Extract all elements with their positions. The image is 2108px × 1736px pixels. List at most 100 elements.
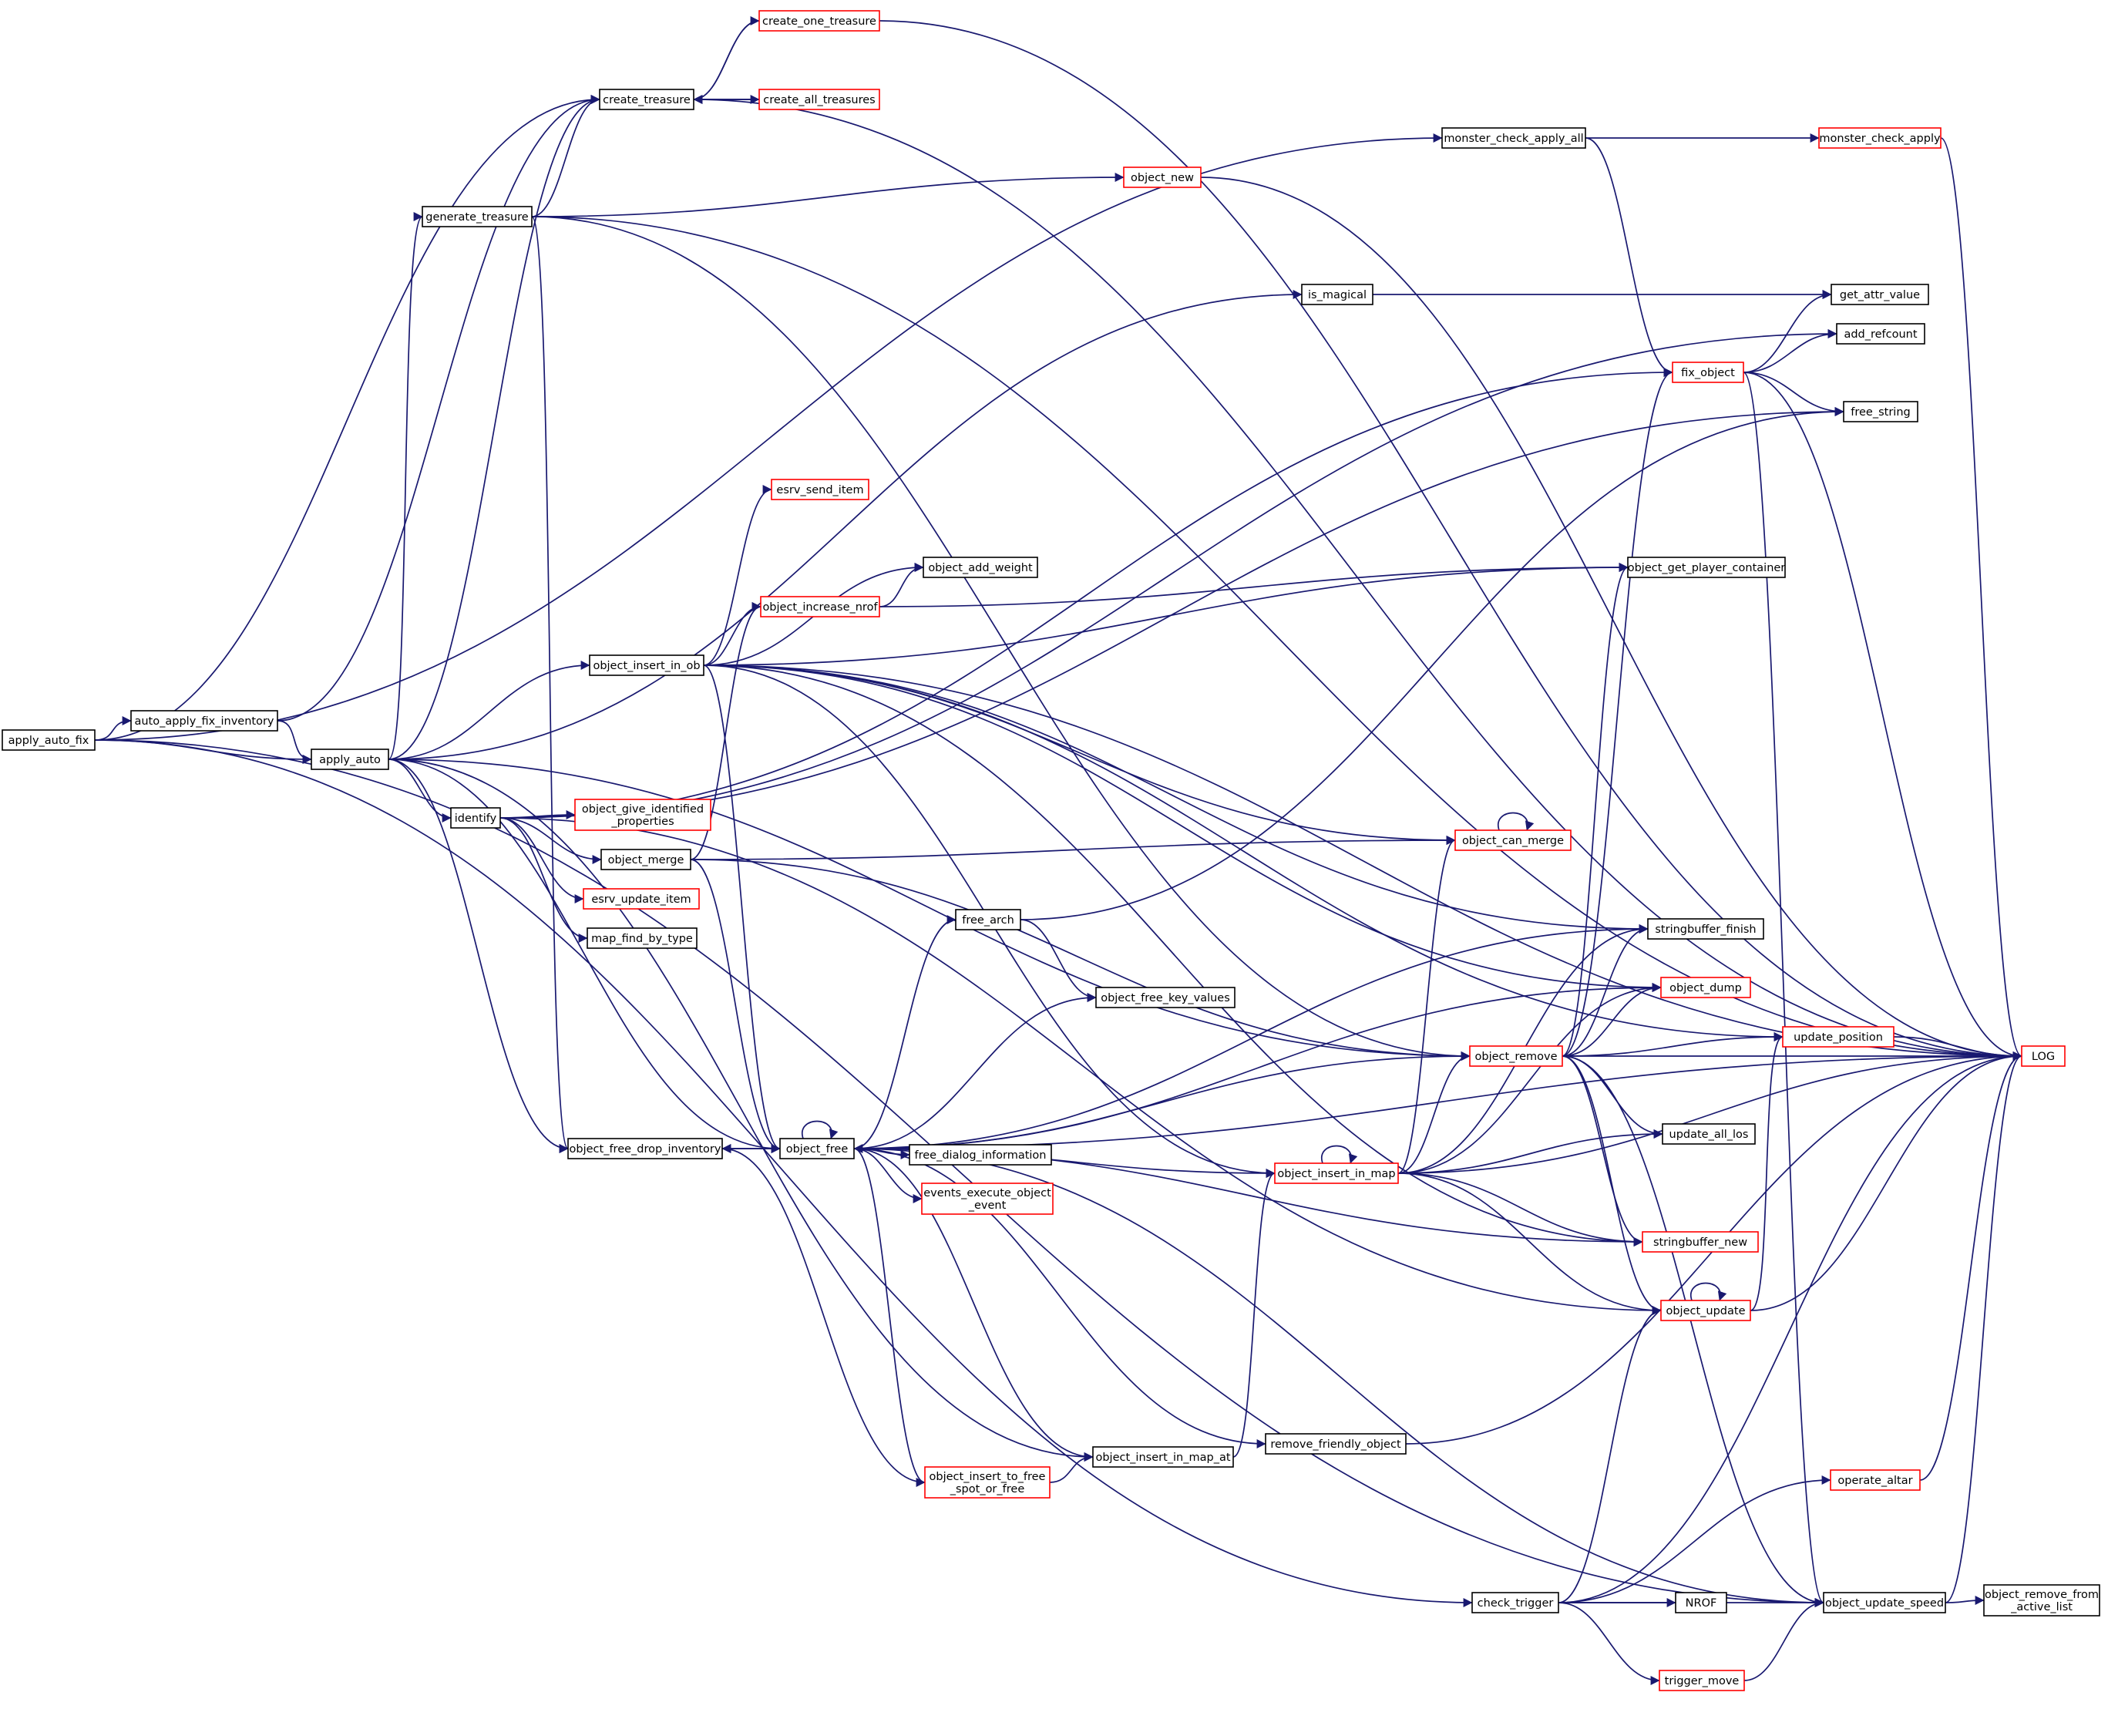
node-LOG[interactable]: LOG xyxy=(2021,1045,2066,1067)
node-identify[interactable]: identify xyxy=(450,807,501,829)
node-object-insert-to-free-spot-or-free[interactable]: object_insert_to_free_spot_or_free xyxy=(924,1466,1051,1499)
node-object-free[interactable]: object_free xyxy=(779,1138,855,1159)
node-object-can-merge[interactable]: object_can_merge xyxy=(1454,829,1572,851)
node-object-update[interactable]: object_update xyxy=(1660,1300,1751,1321)
edge-object_insert_in_ob-to-stringbuffer_finish xyxy=(703,664,1649,934)
node-object-new[interactable]: object_new xyxy=(1123,167,1202,188)
node-create-one-treasure[interactable]: create_one_treasure xyxy=(758,10,880,32)
node-label: LOG xyxy=(2032,1051,2055,1063)
node-object-free-drop-inventory[interactable]: object_free_drop_inventory xyxy=(567,1138,723,1159)
node-monster-check-apply[interactable]: monster_check_apply xyxy=(1818,127,1942,149)
node-check-trigger[interactable]: check_trigger xyxy=(1471,1592,1559,1613)
node-box xyxy=(955,909,1021,930)
node-box xyxy=(2021,1045,2066,1067)
edge-monster_check_apply-to-LOG xyxy=(1940,137,2022,1061)
node-NROF[interactable]: NROF xyxy=(1675,1592,1727,1613)
edge-object_insert_to_free_spot_or_free-to-object_insert_in_map_at xyxy=(1049,1452,1094,1483)
node-object-free-key-values[interactable]: object_free_key_values xyxy=(1095,987,1236,1008)
edge-object_insert_in_map-to-object_can_merge xyxy=(1397,836,1456,1174)
node-events-execute-object-event[interactable]: events_execute_object_event xyxy=(921,1183,1054,1215)
edge-object_remove-to-object_update_speed xyxy=(1562,1055,1824,1607)
node-monster-check-apply-all[interactable]: monster_check_apply_all xyxy=(1441,127,1586,149)
node-stringbuffer-finish[interactable]: stringbuffer_finish xyxy=(1647,918,1764,940)
edge-object_free-to-object_insert_to_free_spot_or_free xyxy=(853,1148,926,1487)
node-esrv-update-item[interactable]: esrv_update_item xyxy=(583,888,700,910)
node-label: object_free_key_values xyxy=(1101,992,1230,1004)
node-box xyxy=(1627,557,1786,578)
node-object-increase-nrof[interactable]: object_increase_nrof xyxy=(760,596,880,617)
node-update-position[interactable]: update_position xyxy=(1782,1026,1895,1048)
edge-object_free-to-object_free xyxy=(801,1120,839,1139)
node-create-all-treasures[interactable]: create_all_treasures xyxy=(758,89,880,110)
node-label: monster_check_apply_all xyxy=(1444,133,1583,145)
node-operate-altar[interactable]: operate_altar xyxy=(1830,1469,1921,1491)
edge-free_arch-to-free_string xyxy=(1020,407,1844,920)
node-is-magical[interactable]: is_magical xyxy=(1301,284,1373,305)
node-box xyxy=(758,89,880,110)
node-remove-friendly-object[interactable]: remove_friendly_object xyxy=(1265,1433,1407,1455)
node-box xyxy=(422,206,533,227)
node-label: object_add_weight xyxy=(928,562,1033,574)
node-object-dump[interactable]: object_dump xyxy=(1660,977,1751,998)
node-object-add-weight[interactable]: object_add_weight xyxy=(923,557,1038,578)
edge-object_free-to-remove_friendly_object xyxy=(853,1148,1266,1448)
node-trigger-move[interactable]: trigger_move xyxy=(1659,1670,1745,1691)
node-free-string[interactable]: free_string xyxy=(1843,401,1918,422)
edge-apply_auto-to-is_magical xyxy=(388,290,1303,760)
node-label: fix_object xyxy=(1681,367,1735,379)
node-object-update-speed[interactable]: object_update_speed xyxy=(1823,1592,1946,1613)
node-label: NROF xyxy=(1686,1597,1717,1610)
node-add-refcount[interactable]: add_refcount xyxy=(1836,323,1925,345)
node-object-give-identified-properties[interactable]: object_give_identified_properties xyxy=(574,799,711,831)
node-auto-apply-fix-inventory[interactable]: auto_apply_fix_inventory xyxy=(130,710,278,732)
edge-monster_check_apply_all-to-fix_object xyxy=(1585,137,1673,377)
edge-apply_auto-to-object_free_drop_inventory xyxy=(388,759,569,1153)
node-generate-treasure[interactable]: generate_treasure xyxy=(422,206,533,227)
node-label: esrv_send_item xyxy=(776,484,863,496)
node-box xyxy=(1659,1670,1745,1691)
node-object-get-player-container[interactable]: object_get_player_container xyxy=(1627,557,1786,578)
node-box xyxy=(1095,987,1236,1008)
node-object-insert-in-ob[interactable]: object_insert_in_ob xyxy=(589,654,704,676)
node-box xyxy=(311,749,389,770)
node-create-treasure[interactable]: create_treasure xyxy=(599,89,694,110)
node-apply-auto[interactable]: apply_auto xyxy=(311,749,389,770)
node-map-find-by-type[interactable]: map_find_by_type xyxy=(587,927,698,949)
edge-identify-to-object_update xyxy=(499,817,1662,1315)
node-object-remove-from-active-list[interactable]: object_remove_from_active_list xyxy=(1983,1584,2100,1617)
node-box xyxy=(1823,1592,1946,1613)
node-box xyxy=(1471,1592,1559,1613)
node-free-dialog-information[interactable]: free_dialog_information xyxy=(909,1144,1052,1166)
node-esrv-send-item[interactable]: esrv_send_item xyxy=(771,479,869,500)
edge-object_insert_in_map-to-object_insert_in_map xyxy=(1320,1145,1358,1164)
node-label: object_increase_nrof xyxy=(762,601,878,614)
node-box xyxy=(779,1138,855,1159)
node-object-insert-in-map-at[interactable]: object_insert_in_map_at xyxy=(1092,1446,1234,1468)
node-object-insert-in-map[interactable]: object_insert_in_map xyxy=(1274,1162,1399,1184)
node-fix-object[interactable]: fix_object xyxy=(1672,362,1744,383)
node-update-all-los[interactable]: update_all_los xyxy=(1662,1123,1756,1145)
node-label: _properties xyxy=(610,816,674,828)
node-object-remove[interactable]: object_remove xyxy=(1469,1045,1563,1067)
node-free-arch[interactable]: free_arch xyxy=(955,909,1021,930)
nodes-layer: apply_auto_fix auto_apply_fix_inventoryap… xyxy=(2,10,2100,1691)
node-label: object_give_identified xyxy=(582,803,704,816)
edge-generate_treasure-to-object_free_drop_inventory xyxy=(531,216,569,1153)
edge-object_new-to-LOG xyxy=(1200,177,2022,1061)
node-box xyxy=(923,557,1038,578)
edge-object_insert_in_ob-to-object_dump xyxy=(703,664,1662,992)
edge-object_merge-to-object_can_merge xyxy=(690,836,1456,860)
node-object-merge[interactable]: object_merge xyxy=(600,849,691,870)
node-box xyxy=(574,799,711,831)
node-get-attr-value[interactable]: get_attr_value xyxy=(1831,284,1929,305)
node-box xyxy=(1642,1231,1759,1253)
node-label: apply_auto xyxy=(319,754,381,766)
edge-object_remove-to-stringbuffer_finish xyxy=(1562,924,1649,1057)
edge-object_free-to-object_update_speed xyxy=(853,1148,1824,1607)
node-apply-auto-fix[interactable]: apply_auto_fix xyxy=(2,729,96,751)
edge-object_insert_in_map_at-to-object_insert_in_map xyxy=(1232,1169,1276,1458)
node-stringbuffer-new[interactable]: stringbuffer_new xyxy=(1642,1231,1759,1253)
edge-object_insert_in_ob-to-esrv_send_item xyxy=(703,485,772,666)
edge-object_insert_in_map-to-update_all_los xyxy=(1397,1129,1663,1174)
node-label: free_dialog_information xyxy=(915,1149,1047,1162)
